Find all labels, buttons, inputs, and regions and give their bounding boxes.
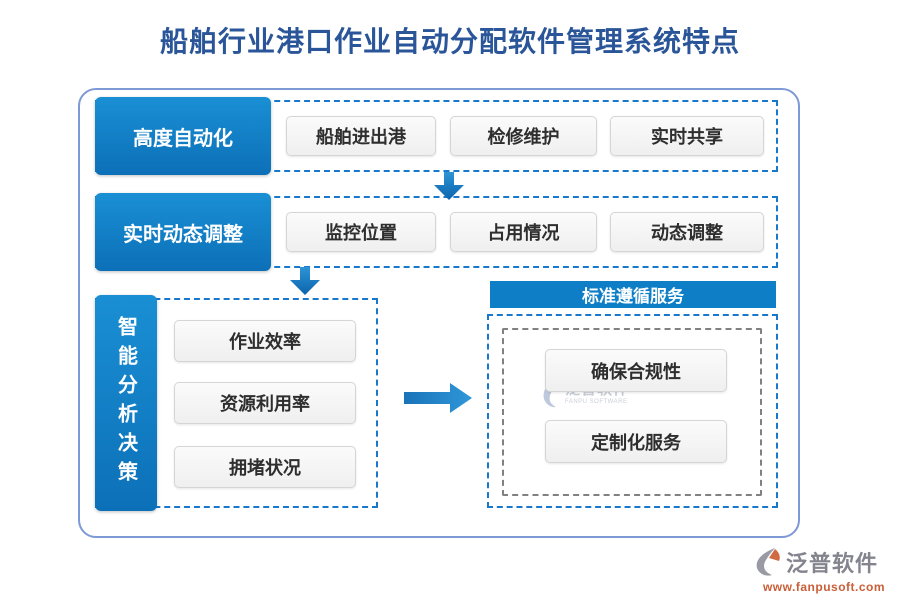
brand-logo-icon [756,548,780,576]
item-resource-utilization: 资源利用率 [174,382,356,424]
watermark-subtitle: FANPU SOFTWARE [565,399,628,405]
down-arrow-icon [290,267,320,295]
brand-url: www.fanpusoft.com [762,580,886,594]
label-high-automation: 高度自动化 [95,97,271,175]
page-title: 船舶行业港口作业自动分配软件管理系统特点 [159,25,740,58]
item-dynamic-adjustment: 动态调整 [610,212,764,252]
item-customized-service: 定制化服务 [545,420,727,463]
right-arrow-icon [404,383,472,413]
service-inner-group [502,328,762,496]
item-maintenance: 检修维护 [450,116,597,156]
item-realtime-sharing: 实时共享 [610,116,764,156]
item-occupancy-status: 占用情况 [450,212,597,252]
label-dynamic-adjust: 实时动态调整 [95,193,271,271]
item-congestion-status: 拥堵状况 [174,446,356,488]
item-ship-in-out-port: 船舶进出港 [286,116,436,156]
item-ensure-compliance: 确保合规性 [545,349,727,392]
brand-name: 泛普软件 [786,551,879,577]
label-standards-service: 标准遵循服务 [490,281,776,308]
label-intelligent-analysis: 智能分析决策 [95,295,157,511]
down-arrow-icon [434,172,464,200]
item-operation-efficiency: 作业效率 [174,320,356,362]
service-group [487,314,778,508]
brand-logo: 泛普软件 www.fanpusoft.com [755,546,893,594]
item-monitor-position: 监控位置 [286,212,436,252]
